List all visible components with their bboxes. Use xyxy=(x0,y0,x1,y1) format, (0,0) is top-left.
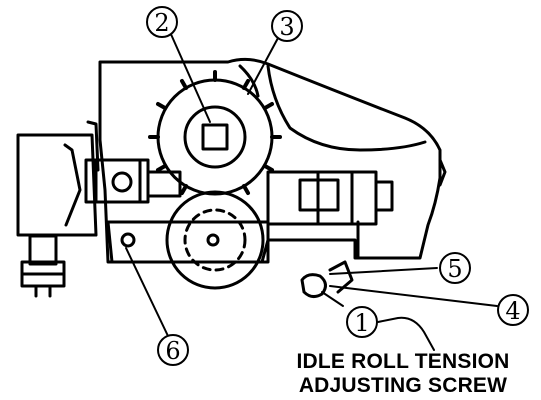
gear-hex-socket xyxy=(201,123,229,151)
leader-2 xyxy=(169,31,211,123)
adjusting-screw xyxy=(300,273,327,299)
arm-pivot-hole xyxy=(120,232,136,248)
gear-hub xyxy=(183,105,247,169)
callout-6: 6 xyxy=(165,337,180,365)
callout-4-circle xyxy=(497,294,529,326)
housing xyxy=(98,57,442,264)
idle-roll xyxy=(165,190,265,290)
left-shaft-housing xyxy=(84,158,150,204)
left-shaft-nut xyxy=(111,171,133,193)
leader-4 xyxy=(329,285,498,307)
caption-line-1: IDLE ROLL TENSION xyxy=(296,350,510,373)
callout-1: 1 xyxy=(354,309,369,337)
left-bracket xyxy=(16,133,98,237)
gear-teeth xyxy=(148,70,282,195)
leader-3 xyxy=(247,37,279,95)
leader-5 xyxy=(329,267,438,275)
spring-block-cap xyxy=(374,180,394,212)
caption-line-2: ADJUSTING SCREW xyxy=(298,374,508,397)
callout-2: 2 xyxy=(154,9,169,37)
left-shaft-extension xyxy=(146,170,182,198)
callout-2-circle xyxy=(146,6,178,38)
right-spring-block xyxy=(266,170,378,226)
idle-roll-arm xyxy=(106,220,270,264)
callout-5: 5 xyxy=(447,255,462,283)
bracket-tab xyxy=(86,120,100,172)
bracket-rib xyxy=(63,143,82,227)
callout-3: 3 xyxy=(279,13,294,41)
callout-6-circle xyxy=(157,334,189,366)
drive-gear xyxy=(156,78,274,196)
lock-nut xyxy=(328,260,354,294)
arm-center-hole xyxy=(206,233,220,247)
leader-6 xyxy=(125,247,169,337)
callout-3-circle xyxy=(271,10,303,42)
housing-tab-right xyxy=(438,158,447,187)
callout-1-circle xyxy=(346,306,378,338)
idle-roll-inner xyxy=(183,208,247,272)
callout-5-circle xyxy=(439,252,471,284)
left-bolt-shank xyxy=(28,234,58,266)
leader-1 xyxy=(321,291,344,307)
leader-caption xyxy=(377,316,435,351)
housing-inner-curve xyxy=(266,64,427,152)
callout-4: 4 xyxy=(505,297,520,325)
housing-edge xyxy=(238,64,260,98)
